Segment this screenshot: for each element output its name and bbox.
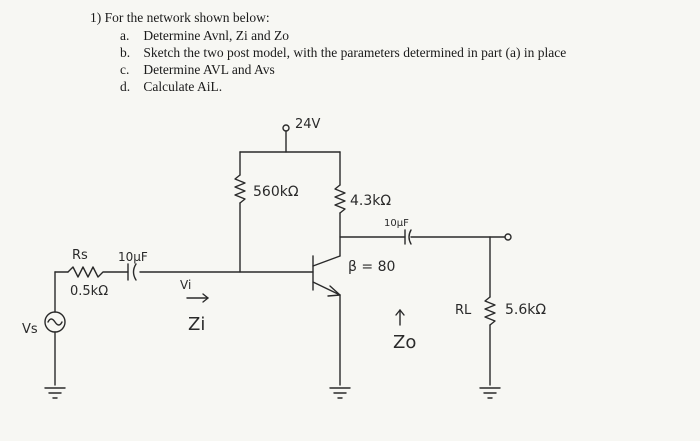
item-a-mark: a. bbox=[120, 28, 130, 43]
item-b-mark: b. bbox=[120, 45, 131, 60]
transistor-emitter bbox=[312, 281, 341, 296]
item-d: d. Calculate AiL. bbox=[120, 79, 222, 95]
transistor-collector bbox=[312, 255, 341, 267]
item-a: a. Determine Avnl, Zi and Zo bbox=[120, 28, 289, 44]
item-a-text: Determine Avnl, Zi and Zo bbox=[143, 28, 289, 43]
beta-label: β = 80 bbox=[348, 259, 395, 275]
rl-label: RL bbox=[455, 303, 472, 318]
supply-terminal bbox=[282, 124, 290, 132]
cout-plate-2 bbox=[408, 229, 412, 245]
question-prompt: For the network shown below: bbox=[104, 10, 270, 25]
item-b: b. Sketch the two post model, with the p… bbox=[120, 45, 566, 61]
rc-resistor bbox=[334, 184, 346, 214]
rl-resistor bbox=[484, 296, 496, 326]
question-number: 1) bbox=[90, 10, 102, 25]
zo-label: Zo bbox=[393, 332, 416, 353]
rc-label: 4.3kΩ bbox=[350, 193, 391, 209]
item-d-text: Calculate AiL. bbox=[143, 79, 223, 94]
question-title: 1) For the network shown below: bbox=[90, 10, 270, 26]
zo-arrowhead bbox=[395, 309, 405, 316]
output-terminal bbox=[504, 233, 512, 241]
cin-plate-2 bbox=[132, 263, 137, 281]
rs-value: 0.5kΩ bbox=[70, 284, 108, 299]
rs-resistor bbox=[67, 266, 129, 278]
vi-label: Vi bbox=[180, 278, 191, 292]
vs-sine bbox=[47, 318, 63, 326]
cout-label: 10μF bbox=[384, 218, 409, 229]
rb-label: 560kΩ bbox=[253, 184, 299, 200]
item-b-text: Sketch the two post model, with the para… bbox=[143, 45, 567, 60]
zi-label: Zi bbox=[188, 314, 205, 335]
zi-arrowhead bbox=[202, 293, 209, 303]
emitter-arrow bbox=[327, 285, 341, 297]
supply-label: 24V bbox=[295, 117, 321, 132]
item-c-text: Determine AVL and Avs bbox=[143, 62, 275, 77]
rb-resistor bbox=[234, 174, 246, 204]
item-c-mark: c. bbox=[120, 62, 130, 77]
item-c: c. Determine AVL and Avs bbox=[120, 62, 275, 78]
item-d-mark: d. bbox=[120, 79, 131, 94]
rs-label: Rs bbox=[72, 248, 88, 263]
cin-label: 10μF bbox=[118, 250, 148, 264]
vs-label: Vs bbox=[22, 322, 38, 337]
rl-value: 5.6kΩ bbox=[505, 302, 546, 318]
